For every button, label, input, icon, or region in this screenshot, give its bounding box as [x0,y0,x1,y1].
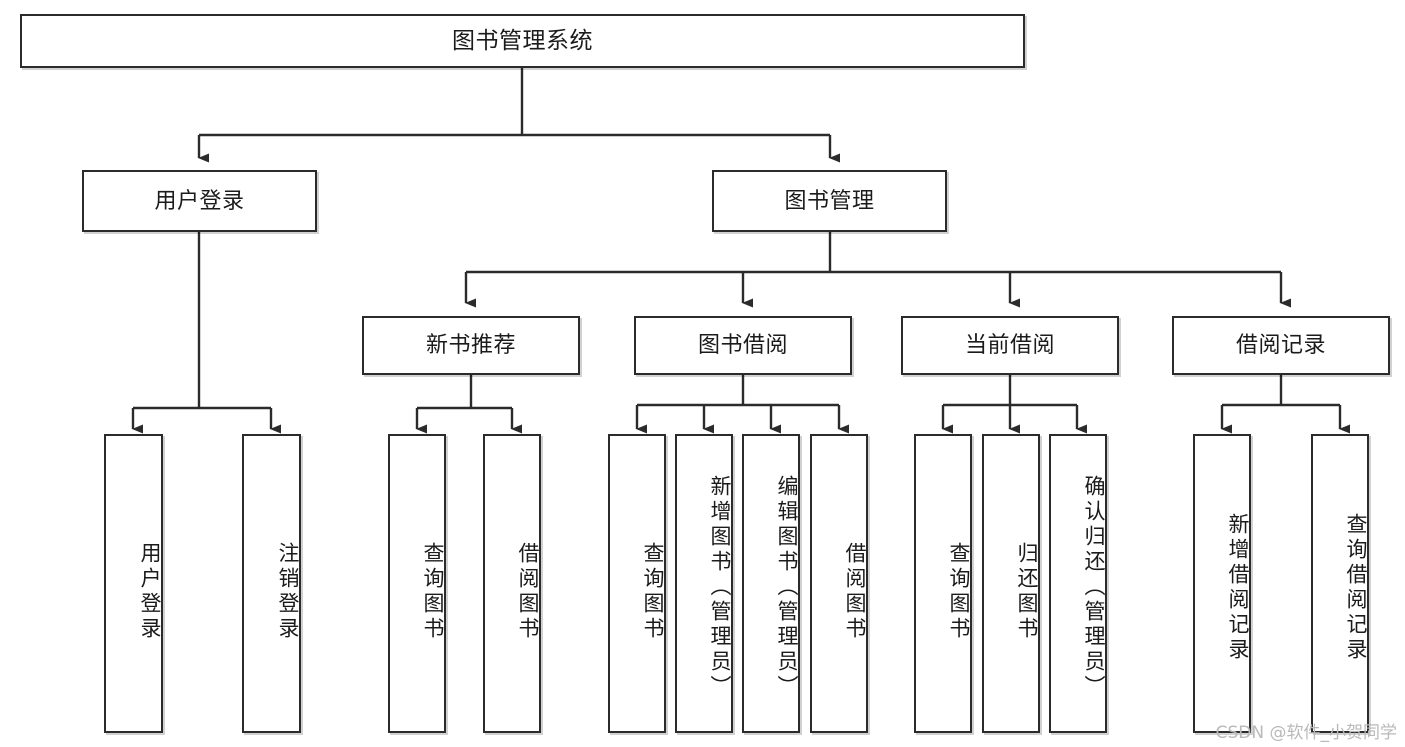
connector-lines [131,68,1350,434]
node-label: 借阅图书 [843,541,866,642]
node-label: 查询图书 [947,541,970,642]
node-leaf-user-login[interactable]: 用户登录 [104,434,163,733]
node-leaf-query-books-borrow[interactable]: 查询图书 [608,434,666,733]
node-label: 图书借阅 [697,332,788,358]
node-leaf-query-books-recommend[interactable]: 查询图书 [388,434,446,733]
node-label: 图书管理 [784,187,875,213]
node-leaf-add-borrow-record[interactable]: 新增借阅记录 [1193,434,1251,733]
node-current-borrowing[interactable]: 当前借阅 [901,316,1119,375]
node-leaf-add-book-admin[interactable]: 新增图书（管理员） [675,434,733,733]
node-leaf-return-books[interactable]: 归还图书 [982,434,1040,733]
node-label: 用户登录 [138,541,161,642]
node-leaf-edit-book-admin[interactable]: 编辑图书（管理员） [742,434,800,733]
node-label: 查询图书 [421,541,444,642]
node-label: 图书管理系统 [452,27,593,54]
node-leaf-borrow-books-recommend[interactable]: 借阅图书 [483,434,541,733]
node-label: 借阅记录 [1235,332,1326,358]
node-label: 新书推荐 [425,332,516,358]
node-label: 当前借阅 [964,332,1055,358]
node-label: 编辑图书（管理员） [775,475,798,700]
node-leaf-logout[interactable]: 注销登录 [242,434,301,733]
node-label: 新增借阅记录 [1226,512,1249,663]
node-label: 查询图书 [641,541,664,642]
node-label: 用户登录 [154,187,245,213]
node-leaf-borrow-books[interactable]: 借阅图书 [810,434,868,733]
node-new-book-recommendation[interactable]: 新书推荐 [362,316,580,375]
node-borrowing-records[interactable]: 借阅记录 [1172,316,1390,375]
node-book-borrowing[interactable]: 图书借阅 [634,316,852,375]
node-label: 借阅图书 [516,541,539,642]
node-label: 查询借阅记录 [1344,512,1367,663]
csdn-watermark: CSDN @软件_小贺同学 [1215,723,1397,743]
node-label: 新增图书（管理员） [708,475,731,700]
node-user-login[interactable]: 用户登录 [82,170,317,232]
node-leaf-query-books-current[interactable]: 查询图书 [914,434,972,733]
node-leaf-query-borrow-record[interactable]: 查询借阅记录 [1311,434,1369,733]
node-leaf-confirm-return-admin[interactable]: 确认归还（管理员） [1049,434,1107,733]
node-label: 归还图书 [1015,541,1038,642]
node-label: 确认归还（管理员） [1082,475,1105,700]
node-root-book-management-system[interactable]: 图书管理系统 [20,14,1025,68]
node-label: 注销登录 [276,541,299,642]
node-book-management[interactable]: 图书管理 [712,170,947,232]
